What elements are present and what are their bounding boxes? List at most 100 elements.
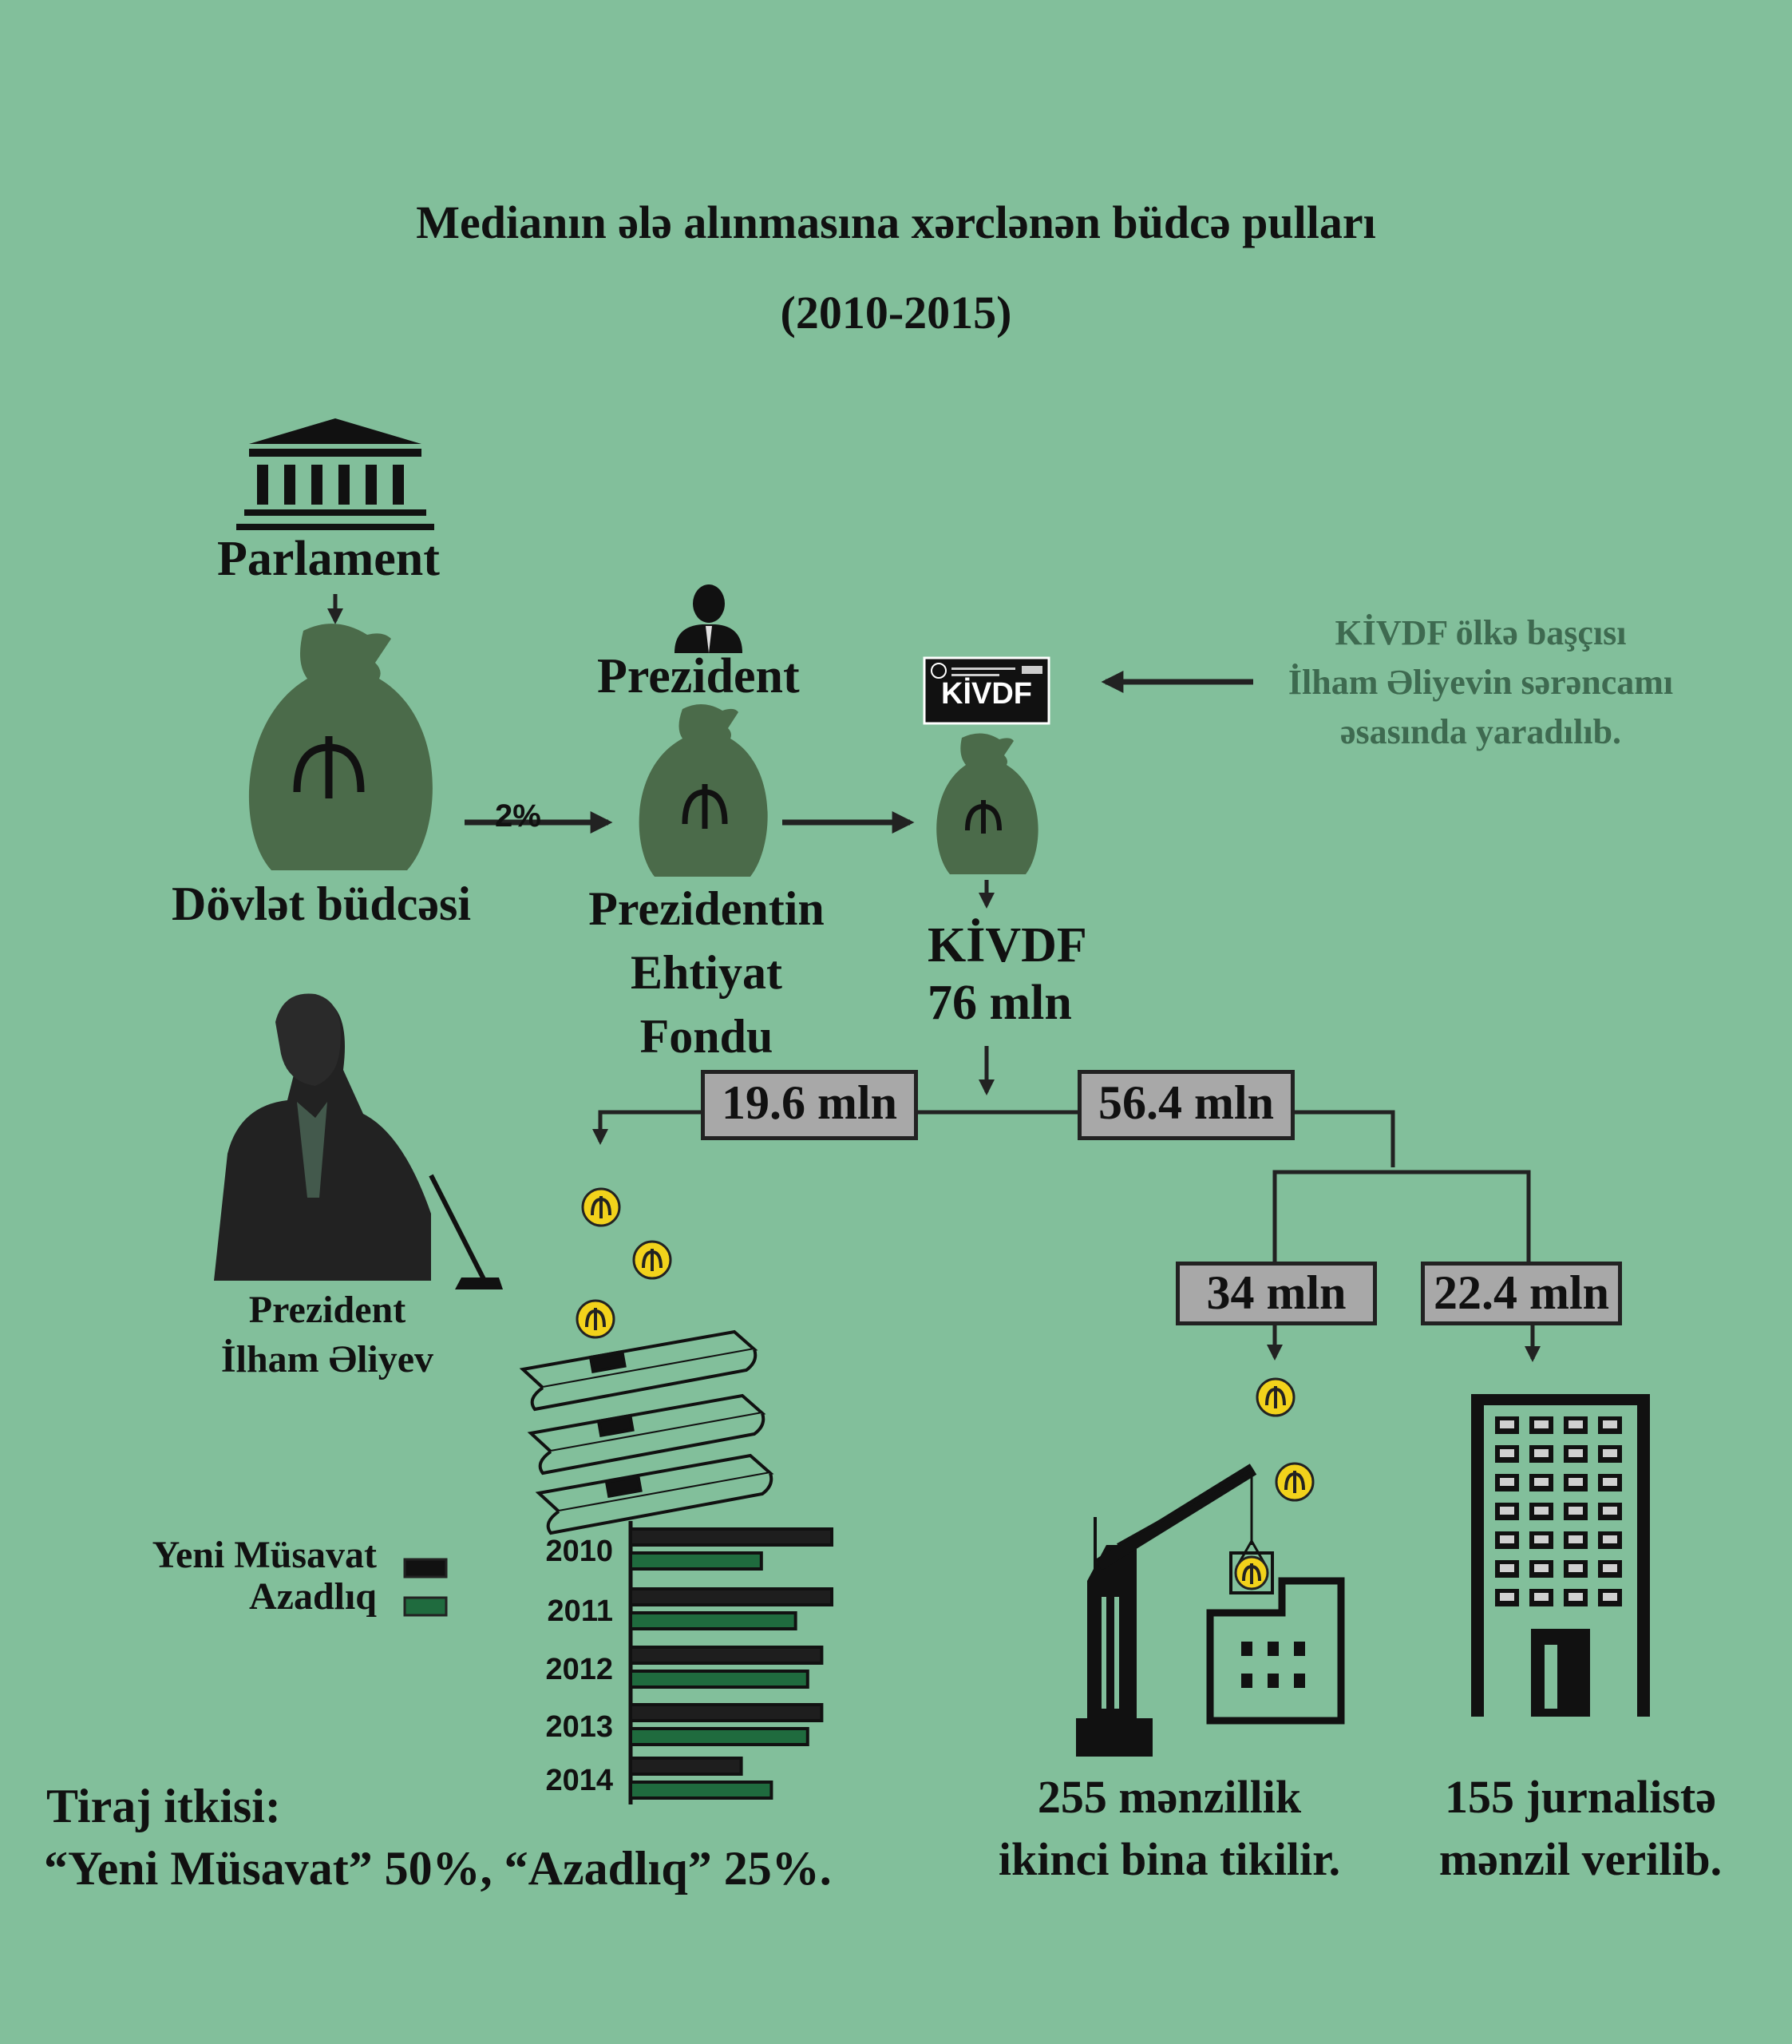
given-line-2: mənzil verilib. xyxy=(1438,1833,1723,1885)
building-window-pane xyxy=(1500,1535,1514,1543)
crane-icon xyxy=(1076,1464,1274,1757)
state-budget-label: Dövlət büdcəsi xyxy=(172,877,471,930)
house-windows xyxy=(1241,1642,1305,1688)
building-window-pane xyxy=(1568,1593,1583,1601)
construction-outcome: 255 mənzillik ikinci bina tikilir. xyxy=(962,1766,1377,1891)
note-line-1: KİVDF ölkə başçısı xyxy=(1335,613,1627,652)
building-window-pane xyxy=(1568,1478,1583,1486)
amount-box-56-4: 56.4 mln xyxy=(1078,1070,1295,1140)
bar-azadliq-2011 xyxy=(629,1611,797,1630)
amount-box-22-4: 22.4 mln xyxy=(1421,1262,1622,1325)
construction-line-2: ikinci bina tikilir. xyxy=(998,1833,1341,1885)
building-window-pane xyxy=(1500,1564,1514,1572)
coin-icon xyxy=(581,1187,621,1227)
kivdf-note: KİVDF ölkə başçısı İlham Əliyevin sərənc… xyxy=(1245,608,1716,757)
building-window-pane xyxy=(1500,1593,1514,1601)
year-tick-label: 2013 xyxy=(545,1710,613,1744)
person-icon xyxy=(674,584,742,653)
portrait-caption: Prezident İlham Əliyev xyxy=(176,1285,479,1384)
newspaper-stack-icon xyxy=(519,1329,774,1535)
year-tick-label: 2010 xyxy=(545,1535,613,1568)
bar-yeni-musavat-2012 xyxy=(629,1646,824,1665)
apartment-building-icon xyxy=(1471,1394,1650,1717)
building-window-pane xyxy=(1568,1564,1583,1572)
president-label: Prezident xyxy=(597,649,800,703)
amount-box-34: 34 mln xyxy=(1176,1262,1377,1325)
building-window-pane xyxy=(1500,1420,1514,1428)
year-tick-label: 2011 xyxy=(548,1594,613,1628)
building-window-pane xyxy=(1603,1420,1617,1428)
bar-azadliq-2012 xyxy=(629,1670,809,1689)
kivdf-bag-icon xyxy=(936,733,1038,874)
building-window-pane xyxy=(1603,1478,1617,1486)
building-window-pane xyxy=(1568,1449,1583,1457)
president-portrait xyxy=(214,993,503,1289)
legend-azadliq: Azadlıq xyxy=(248,1575,377,1618)
reserve-fund-line-2: Ehtiyat xyxy=(630,946,783,999)
page-title: Medianın ələ alınmasına xərclənən büdcə … xyxy=(416,196,1376,248)
bar-azadliq-2013 xyxy=(629,1727,809,1746)
portrait-caption-line-2: İlham Əliyev xyxy=(220,1338,434,1380)
building-window-pane xyxy=(1603,1564,1617,1572)
construction-line-1: 255 mənzillik xyxy=(1037,1771,1302,1823)
circulation-heading: Tiraj itkisi: xyxy=(46,1780,281,1832)
parliament-icon xyxy=(236,418,434,530)
building-window-pane xyxy=(1500,1449,1514,1457)
building-window-pane xyxy=(1568,1507,1583,1515)
bar-yeni-musavat-2011 xyxy=(629,1587,833,1606)
year-tick-label: 2014 xyxy=(545,1764,613,1797)
coin-icon xyxy=(1275,1462,1315,1502)
building-window-pane xyxy=(1500,1507,1514,1515)
reserve-fund-line-3: Fondu xyxy=(639,1010,773,1063)
note-line-2: İlham Əliyevin sərəncamı xyxy=(1288,663,1674,702)
building-window-pane xyxy=(1500,1478,1514,1486)
kivdf-logo-text: KİVDF xyxy=(941,677,1032,711)
amount-box-19-6: 19.6 mln xyxy=(701,1070,918,1140)
portrait-caption-line-1: Prezident xyxy=(248,1289,406,1331)
reserve-bag-icon xyxy=(639,703,768,877)
bar-yeni-musavat-2010 xyxy=(629,1527,833,1547)
coin-icon xyxy=(632,1240,672,1280)
kivdf-total: KİVDF 76 mln xyxy=(928,917,1087,1032)
coin-icon xyxy=(1256,1377,1296,1417)
building-window-pane xyxy=(1603,1449,1617,1457)
building-window-pane xyxy=(1534,1507,1549,1515)
building-window-pane xyxy=(1603,1593,1617,1601)
note-line-3: əsasında yaradılıb. xyxy=(1339,712,1622,751)
kivdf-name: KİVDF xyxy=(928,918,1087,972)
house-outline-icon xyxy=(1206,1577,1345,1725)
building-window-pane xyxy=(1568,1535,1583,1543)
given-line-1: 155 jurnalistə xyxy=(1445,1771,1716,1823)
given-outcome: 155 jurnalistə mənzil verilib. xyxy=(1413,1766,1748,1891)
legend-swatch-azadliq xyxy=(403,1596,448,1617)
building-window-pane xyxy=(1534,1478,1549,1486)
building-window-pane xyxy=(1534,1564,1549,1572)
bar-yeni-musavat-2013 xyxy=(629,1703,824,1722)
circulation-chart: 2010 2011 2012 2013 2014 xyxy=(545,1521,833,1804)
percent-label: 2% xyxy=(495,798,541,834)
legend-swatch-yeni-musavat xyxy=(403,1558,448,1579)
building-window-pane xyxy=(1603,1535,1617,1543)
reserve-fund-line-1: Prezidentin xyxy=(588,882,825,935)
building-window-pane xyxy=(1568,1420,1583,1428)
kivdf-logo xyxy=(923,656,1050,725)
bar-yeni-musavat-2014 xyxy=(629,1757,743,1776)
chart-legend: Yeni Müsavat Azadlıq xyxy=(80,1535,377,1618)
building-window-pane xyxy=(1534,1449,1549,1457)
kivdf-amount: 76 mln xyxy=(928,976,1072,1030)
building-window-pane xyxy=(1534,1593,1549,1601)
building-window-pane xyxy=(1603,1507,1617,1515)
year-tick-label: 2012 xyxy=(545,1653,613,1686)
building-window-pane xyxy=(1534,1420,1549,1428)
building-window-pane xyxy=(1534,1535,1549,1543)
page-subtitle: (2010-2015) xyxy=(780,287,1012,339)
bar-azadliq-2014 xyxy=(629,1781,773,1800)
budget-bag-icon xyxy=(248,624,433,870)
reserve-fund-label: Prezidentin Ehtiyat Fondu xyxy=(559,877,854,1068)
coin-icon xyxy=(576,1299,615,1339)
parliament-label: Parlament xyxy=(217,532,440,586)
circulation-detail: “Yeni Müsavat” 50%, “Azadlıq” 25%. xyxy=(44,1842,832,1895)
bar-azadliq-2010 xyxy=(629,1551,763,1571)
legend-yeni-musavat: Yeni Müsavat xyxy=(152,1534,377,1576)
